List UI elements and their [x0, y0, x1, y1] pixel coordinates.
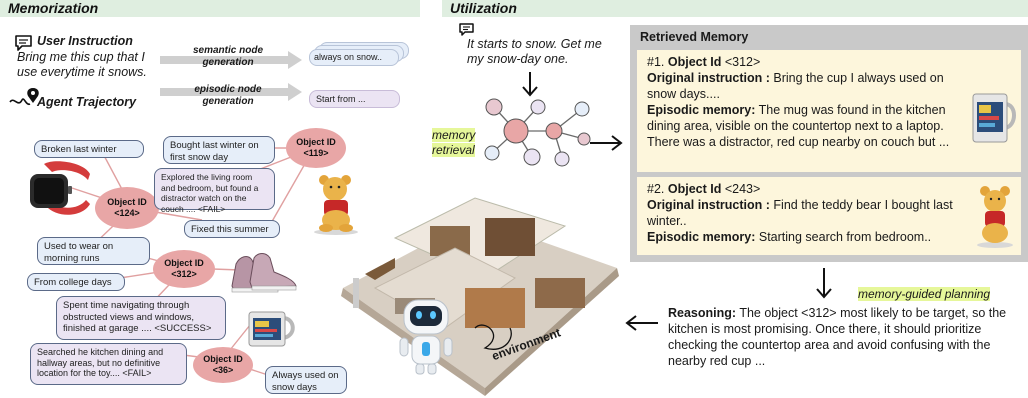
node-36-semantic-1: Always used on snow days: [265, 366, 347, 394]
node-36-episodic: Searched he kitchen dining and hallway a…: [30, 343, 187, 385]
object-id-36-value: <36>: [212, 365, 234, 375]
semantic-node-generation-label: semantic node generation: [192, 45, 264, 68]
node-124-semantic-1: Broken last winter: [34, 140, 144, 158]
memory-1-object-id-label: Object Id: [667, 55, 722, 69]
memory-guided-planning-label: memory-guided planning: [858, 287, 991, 301]
robot-image: [399, 299, 453, 375]
memory-1-num: #1.: [647, 55, 665, 69]
utilization-title: Utilization: [450, 0, 517, 16]
utilization-instruction: It starts to snow. Get me my snow-day on…: [467, 37, 602, 66]
object-id-312-value: <312>: [171, 269, 197, 279]
house-environment-image: [341, 197, 619, 396]
object-id-36-node: Object ID <36>: [193, 347, 253, 383]
episodic-node-generation-label: episodic node generation: [194, 84, 262, 107]
episodic-card: Start from ...: [309, 90, 400, 108]
memory-card-1: #1. Object Id <312> Original instruction…: [637, 50, 1021, 172]
object-id-119-value: <119>: [303, 148, 329, 158]
memory-retrieval-text: memory retrieval: [432, 128, 476, 157]
reasoning-block: Reasoning: The object <312> most likely …: [668, 305, 1018, 369]
memory-2-orig-text: Find the teddy bear I bought last winter…: [647, 198, 953, 228]
memory-2-epi-text: Starting search from bedroom..: [758, 230, 932, 244]
utilization-header: Utilization: [442, 0, 1028, 17]
memory-2-object-id-label: Object Id: [667, 182, 722, 196]
right-arrow-icon: [590, 135, 623, 151]
semantic-card: always on snow..: [309, 49, 399, 66]
object-id-119-label: Object ID: [296, 137, 336, 147]
generation-arrows: [160, 51, 302, 101]
sneakers-image: [231, 253, 297, 293]
retrieved-memory-panel: Retrieved Memory #1. Object Id <312> Ori…: [630, 25, 1028, 262]
memorization-header: Memorization: [0, 0, 420, 17]
memory-1-orig-label: Original instruction :: [647, 71, 770, 85]
down-arrow-icon: [816, 268, 832, 299]
mug-image: [248, 311, 295, 347]
memory-card-2: #2. Object Id <243> Original instruction…: [637, 177, 1021, 255]
memory-1-epi-label: Episodic memory:: [647, 103, 756, 117]
memory-1-mug-image: [972, 93, 1016, 143]
memory-2-orig-label: Original instruction :: [647, 198, 770, 212]
node-119-semantic-1: Bought last winter on first snow day: [163, 136, 275, 164]
memory-2-teddy-image: [977, 186, 1013, 248]
user-instruction-text: Bring me this cup that I use everytime i…: [17, 50, 147, 79]
object-id-119-node: Object ID <119>: [286, 128, 346, 168]
memory-guided-planning-text: memory-guided planning: [858, 287, 991, 301]
memory-1-epi-text: The mug was found in the kitchen dining …: [647, 103, 950, 149]
chat-icon: [459, 23, 474, 36]
trajectory-pin-icon: [9, 88, 39, 106]
memory-retrieval-label: memory retrieval: [432, 128, 490, 158]
left-arrow-icon: [625, 315, 658, 331]
chat-icon: [15, 35, 32, 51]
node-312-episodic: Spent time navigating through obstructed…: [56, 296, 226, 340]
teddy-bear-image: [314, 175, 358, 235]
node-124-semantic-2: Used to wear on morning runs: [37, 237, 150, 265]
object-id-312-label: Object ID: [164, 258, 204, 268]
agent-trajectory-label: Agent Trajectory: [37, 95, 137, 109]
memorization-title: Memorization: [8, 0, 99, 16]
reasoning-text: The object <312> most likely to be targe…: [668, 306, 1007, 368]
memory-2-object-id: <243>: [724, 182, 761, 196]
node-119-semantic-2: Fixed this summer: [184, 220, 280, 238]
node-312-semantic-1: From college days: [27, 273, 125, 291]
user-instruction-label: User Instruction: [37, 34, 133, 48]
object-id-36-label: Object ID: [203, 354, 243, 364]
node-124-episodic: Explored the living room and bedroom, bu…: [154, 168, 275, 214]
object-id-312-node: Object ID <312>: [153, 250, 215, 288]
memory-1-orig-text: Bring the cup I always used on snow days…: [647, 71, 944, 101]
reasoning-label: Reasoning:: [668, 306, 737, 320]
down-arrow-icon: [522, 72, 538, 97]
memory-1-object-id: <312>: [724, 55, 761, 69]
retrieved-memory-title: Retrieved Memory: [640, 30, 749, 44]
retrieval-graph: [484, 98, 591, 167]
object-id-124-node: Object ID <124>: [95, 187, 159, 229]
smartwatch-image: [30, 161, 90, 215]
object-id-124-label: Object ID: [107, 197, 147, 207]
memory-2-num: #2.: [647, 182, 665, 196]
object-id-124-value: <124>: [114, 208, 140, 218]
memory-2-epi-label: Episodic memory:: [647, 230, 756, 244]
